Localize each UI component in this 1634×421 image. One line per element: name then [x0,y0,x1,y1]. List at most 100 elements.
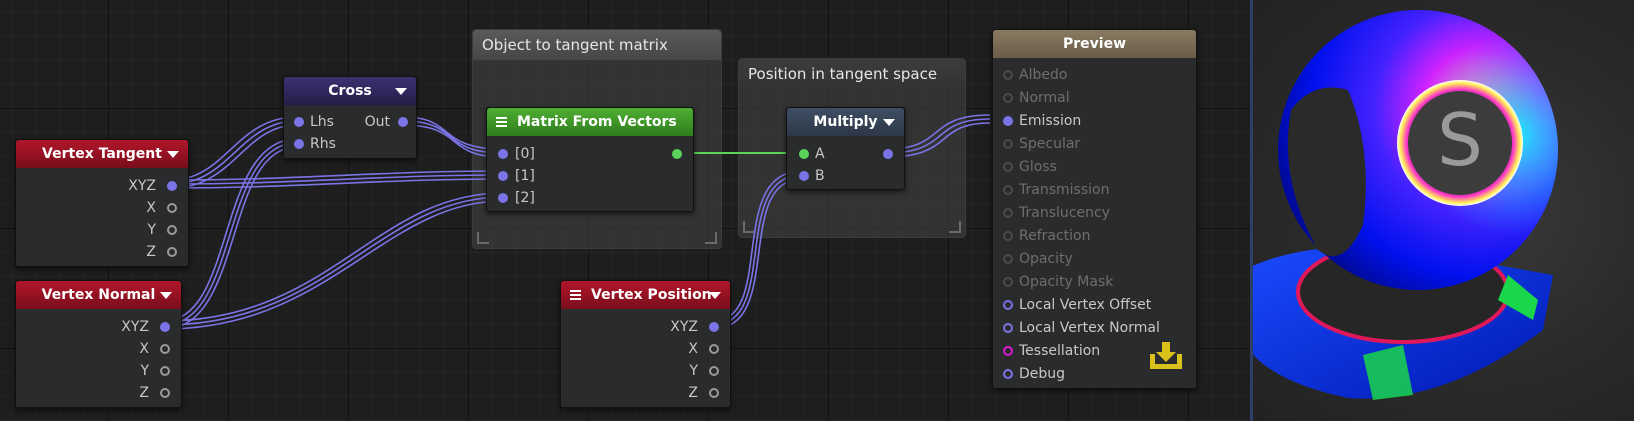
panel-divider[interactable] [1250,0,1253,421]
node-header[interactable]: Vertex Normal [16,281,181,309]
port-out-dot[interactable] [883,149,893,159]
port-x[interactable]: X [688,338,698,360]
node-header[interactable]: Matrix From Vectors [487,108,693,136]
node-multiply[interactable]: Multiply A B [786,107,905,190]
port-xyz[interactable]: XYZ [128,175,156,197]
port-a-dot[interactable] [799,149,809,159]
port-0-dot[interactable] [498,149,508,159]
port-z[interactable]: Z [146,241,156,263]
input-transmission-dot[interactable] [1003,185,1013,195]
port-y[interactable]: Y [147,219,156,241]
input-normal[interactable]: Normal [1019,87,1070,109]
port-1[interactable]: [1] [515,165,535,187]
port-z-dot[interactable] [709,388,719,398]
port-lhs-dot[interactable] [294,117,304,127]
input-opacity-mask[interactable]: Opacity Mask [1019,271,1113,293]
input-gloss-dot[interactable] [1003,162,1013,172]
input-translucency-dot[interactable] [1003,208,1013,218]
port-xyz-dot[interactable] [709,322,719,332]
port-out-dot[interactable] [398,117,408,127]
input-specular-dot[interactable] [1003,139,1013,149]
input-tessellation[interactable]: Tessellation [1019,340,1100,362]
input-opacity[interactable]: Opacity [1019,248,1073,270]
port-xyz-dot[interactable] [167,181,177,191]
port-2[interactable]: [2] [515,187,535,209]
input-emission-dot[interactable] [1003,116,1013,126]
port-b-dot[interactable] [799,171,809,181]
port-x-dot[interactable] [167,203,177,213]
port-out[interactable]: Out [365,111,390,133]
node-header[interactable]: Preview [993,30,1196,58]
node-header[interactable]: Vertex Tangent [16,140,188,168]
group-resize-handle[interactable] [705,232,717,244]
input-translucency[interactable]: Translucency [1019,202,1110,224]
port-lhs[interactable]: Lhs [310,111,334,133]
node-header[interactable]: Cross [284,77,416,105]
port-out-dot[interactable] [672,149,682,159]
caret-down-icon[interactable] [167,151,179,158]
hamburger-menu-icon[interactable] [570,290,581,300]
group-title[interactable]: Position in tangent space [739,59,965,89]
port-xyz-dot[interactable] [160,322,170,332]
input-local-vertex-normal[interactable]: Local Vertex Normal [1019,317,1160,339]
port-x-dot[interactable] [160,344,170,354]
port-x-dot[interactable] [709,344,719,354]
port-y[interactable]: Y [689,360,698,382]
node-matrix-from-vectors[interactable]: Matrix From Vectors [0] [1] [2] [486,107,694,212]
input-normal-dot[interactable] [1003,93,1013,103]
caret-down-icon[interactable] [709,292,721,299]
caret-down-icon[interactable] [883,119,895,126]
port-rhs[interactable]: Rhs [310,133,336,155]
node-graph-canvas[interactable]: Object to tangent matrix Position in tan… [0,0,1250,421]
input-local-vertex-offset[interactable]: Local Vertex Offset [1019,294,1151,316]
input-refraction-dot[interactable] [1003,231,1013,241]
node-vertex-normal[interactable]: Vertex Normal XYZ X Y Z [15,280,182,408]
input-debug-dot[interactable] [1003,369,1013,379]
port-y-dot[interactable] [167,225,177,235]
caret-down-icon[interactable] [160,292,172,299]
node-vertex-tangent[interactable]: Vertex Tangent XYZ X Y Z [15,139,189,267]
input-tessellation-dot[interactable] [1003,346,1013,356]
group-resize-handle[interactable] [949,221,961,233]
port-x[interactable]: X [146,197,156,219]
port-xyz[interactable]: XYZ [121,316,149,338]
port-xyz[interactable]: XYZ [670,316,698,338]
port-y-dot[interactable] [160,366,170,376]
input-albedo-dot[interactable] [1003,70,1013,80]
port-z-dot[interactable] [160,388,170,398]
port-y-dot[interactable] [709,366,719,376]
input-transmission[interactable]: Transmission [1019,179,1109,201]
3d-preview-viewport[interactable]: S [1253,0,1634,421]
port-y[interactable]: Y [140,360,149,382]
input-albedo[interactable]: Albedo [1019,64,1067,86]
node-header[interactable]: Vertex Position [561,281,730,309]
input-specular[interactable]: Specular [1019,133,1080,155]
group-title[interactable]: Object to tangent matrix [473,30,721,60]
node-header[interactable]: Multiply [787,108,904,136]
port-x[interactable]: X [139,338,149,360]
node-preview[interactable]: Preview Albedo Normal Emission Specular … [992,29,1197,389]
port-rhs-dot[interactable] [294,139,304,149]
input-gloss[interactable]: Gloss [1019,156,1057,178]
download-tray-icon[interactable] [1148,340,1184,372]
port-z-dot[interactable] [167,247,177,257]
port-2-dot[interactable] [498,193,508,203]
wire-tangent-to-lhs [170,120,298,185]
port-0[interactable]: [0] [515,143,535,165]
input-debug[interactable]: Debug [1019,363,1065,385]
input-refraction[interactable]: Refraction [1019,225,1091,247]
port-a[interactable]: A [815,143,825,165]
port-z[interactable]: Z [688,382,698,404]
input-local-vertex-normal-dot[interactable] [1003,323,1013,333]
input-local-vertex-offset-dot[interactable] [1003,300,1013,310]
port-z[interactable]: Z [139,382,149,404]
input-opacity-mask-dot[interactable] [1003,277,1013,287]
caret-down-icon[interactable] [395,88,407,95]
node-cross[interactable]: Cross Lhs Rhs Out [283,76,417,159]
input-emission[interactable]: Emission [1019,110,1081,132]
input-opacity-dot[interactable] [1003,254,1013,264]
node-vertex-position[interactable]: Vertex Position XYZ X Y Z [560,280,731,408]
port-b[interactable]: B [815,165,825,187]
hamburger-menu-icon[interactable] [496,117,507,127]
port-1-dot[interactable] [498,171,508,181]
